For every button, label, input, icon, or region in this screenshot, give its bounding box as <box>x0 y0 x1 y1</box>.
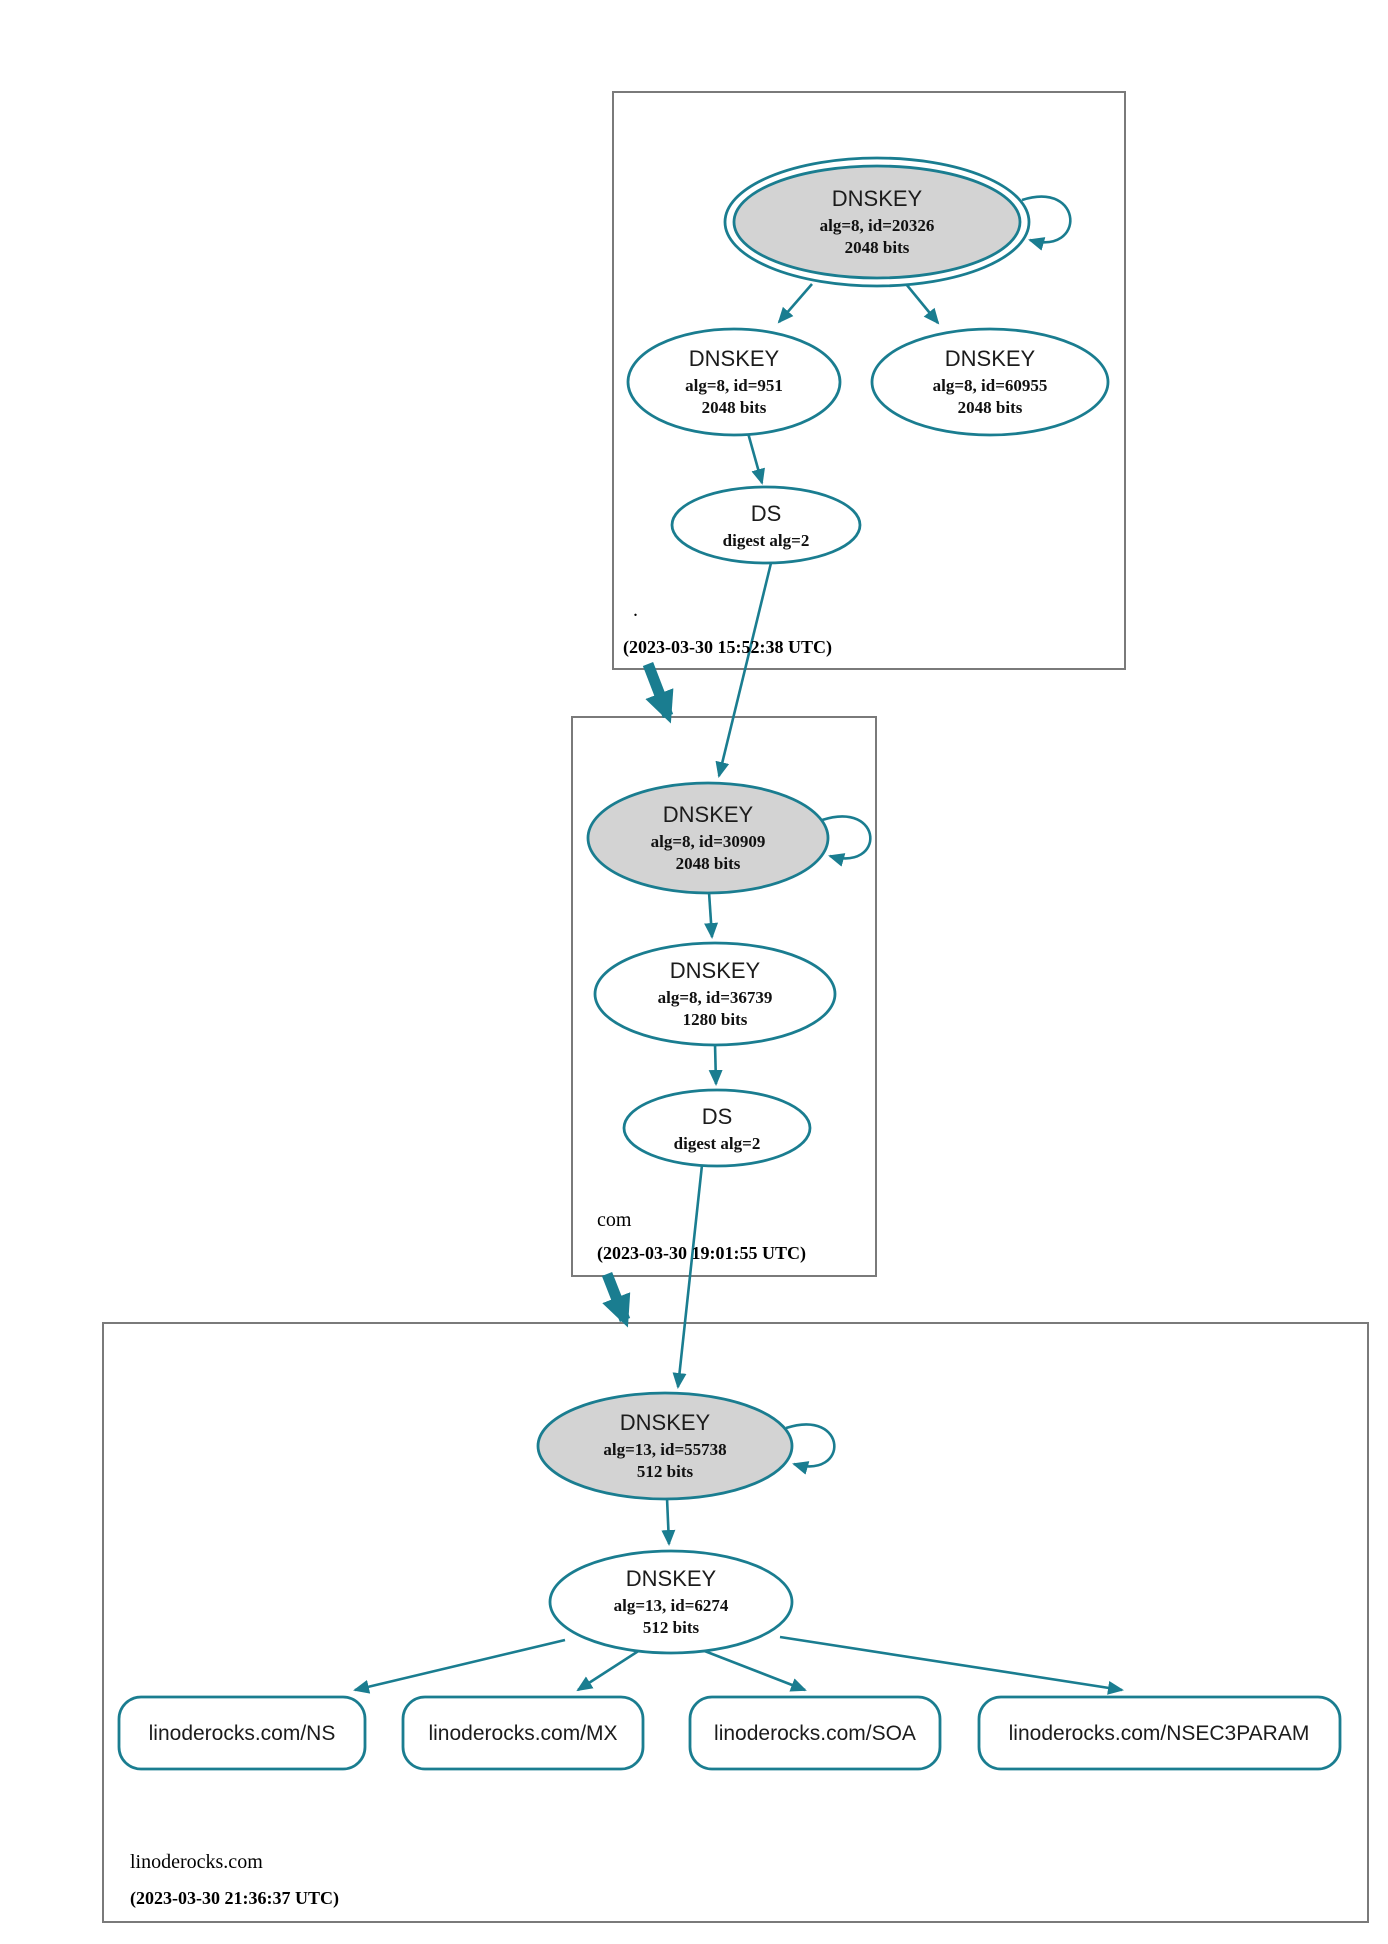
self-loop-com-ksk <box>821 815 872 867</box>
node-com-zsk[interactable]: DNSKEY alg=8, id=36739 1280 bits <box>593 941 837 1047</box>
com-ds-title: DS <box>702 1104 733 1129</box>
root-ksk-title: DNSKEY <box>832 186 923 211</box>
root-ksk-detail: alg=8, id=20326 <box>820 216 935 235</box>
node-lino-zsk[interactable]: DNSKEY alg=13, id=6274 512 bits <box>548 1549 794 1655</box>
node-root-ds[interactable]: DS digest alg=2 <box>670 485 862 565</box>
lino-zsk-title: DNSKEY <box>626 1566 717 1591</box>
edge-com-zsk-to-ds <box>708 1043 723 1086</box>
edge-lino-zsk-to-nsec3param <box>779 1635 1124 1695</box>
lino-zsk-detail: alg=13, id=6274 <box>614 1596 729 1615</box>
rrset-ns[interactable]: linoderocks.com/NS <box>117 1695 367 1771</box>
root-zsk2-title: DNSKEY <box>945 346 1036 371</box>
root-zsk1-detail: alg=8, id=951 <box>685 376 783 395</box>
edge-root-ksk-to-zsk1 <box>777 283 813 324</box>
node-root-zsk-60955[interactable]: DNSKEY alg=8, id=60955 2048 bits <box>870 327 1110 437</box>
root-zsk2-detail: alg=8, id=60955 <box>933 376 1048 395</box>
lino-ksk-title: DNSKEY <box>620 1410 711 1435</box>
self-loop-root-ksk <box>1021 195 1072 251</box>
edge-root-ds-to-com-ksk <box>715 562 773 778</box>
lino-ksk-size: 512 bits <box>637 1462 694 1481</box>
com-ds-detail: digest alg=2 <box>674 1134 761 1153</box>
zone-label-com: com <box>597 1209 632 1231</box>
delegation-arrow-root-to-com <box>642 662 674 724</box>
node-com-ksk[interactable]: DNSKEY alg=8, id=30909 2048 bits <box>586 781 830 895</box>
root-zsk1-title: DNSKEY <box>689 346 780 371</box>
root-ds-detail: digest alg=2 <box>723 531 810 550</box>
edge-lino-ksk-to-zsk <box>661 1497 676 1546</box>
rrset-mx-label: linoderocks.com/MX <box>428 1722 617 1745</box>
self-loop-lino-ksk <box>785 1423 836 1475</box>
rrset-mx[interactable]: linoderocks.com/MX <box>401 1695 645 1771</box>
edge-com-ds-to-lino-ksk <box>672 1164 704 1389</box>
root-zsk1-size: 2048 bits <box>702 398 767 417</box>
root-zsk2-size: 2048 bits <box>958 398 1023 417</box>
zone-com: DNSKEY alg=8, id=30909 2048 bits DNSKEY … <box>586 781 872 1264</box>
edge-lino-zsk-to-ns <box>353 1638 566 1694</box>
com-zsk-detail: alg=8, id=36739 <box>658 988 773 1007</box>
com-ksk-detail: alg=8, id=30909 <box>651 832 766 851</box>
zone-root: DNSKEY alg=8, id=20326 2048 bits DNSKEY … <box>623 156 1110 658</box>
node-root-ksk[interactable]: DNSKEY alg=8, id=20326 2048 bits <box>723 156 1031 288</box>
lino-ksk-detail: alg=13, id=55738 <box>603 1440 726 1459</box>
zone-timestamp-linoderocks: (2023-03-30 21:36:37 UTC) <box>130 1888 339 1909</box>
zone-timestamp-root: (2023-03-30 15:52:38 UTC) <box>623 637 832 658</box>
com-ksk-size: 2048 bits <box>676 854 741 873</box>
node-com-ds[interactable]: DS digest alg=2 <box>622 1088 812 1168</box>
edge-lino-zsk-to-mx <box>576 1648 641 1692</box>
edge-com-ksk-to-zsk <box>704 891 719 939</box>
root-ksk-size: 2048 bits <box>845 238 910 257</box>
rrset-nsec3param-label: linoderocks.com/NSEC3PARAM <box>1009 1722 1310 1745</box>
com-zsk-size: 1280 bits <box>683 1010 748 1029</box>
rrset-soa-label: linoderocks.com/SOA <box>714 1722 916 1745</box>
zone-linoderocks: DNSKEY alg=13, id=55738 512 bits DNSKEY … <box>117 1391 1342 1909</box>
edge-root-ksk-to-zsk2 <box>904 283 940 325</box>
zone-timestamp-com: (2023-03-30 19:01:55 UTC) <box>597 1243 806 1264</box>
edge-root-zsk1-to-ds <box>746 432 765 485</box>
rrset-ns-label: linoderocks.com/NS <box>149 1722 336 1745</box>
zone-label-linoderocks: linoderocks.com <box>130 1851 263 1873</box>
node-root-zsk-951[interactable]: DNSKEY alg=8, id=951 2048 bits <box>626 327 842 437</box>
rrset-soa[interactable]: linoderocks.com/SOA <box>688 1695 942 1771</box>
com-zsk-title: DNSKEY <box>670 958 761 983</box>
rrset-nsec3param[interactable]: linoderocks.com/NSEC3PARAM <box>977 1695 1342 1771</box>
root-ds-title: DS <box>751 501 782 526</box>
node-lino-ksk[interactable]: DNSKEY alg=13, id=55738 512 bits <box>536 1391 794 1501</box>
lino-zsk-size: 512 bits <box>643 1618 700 1637</box>
edge-lino-zsk-to-soa <box>701 1648 807 1692</box>
delegation-arrow-com-to-linoderocks <box>601 1271 631 1328</box>
com-ksk-title: DNSKEY <box>663 802 754 827</box>
zone-label-root: . <box>633 599 638 621</box>
